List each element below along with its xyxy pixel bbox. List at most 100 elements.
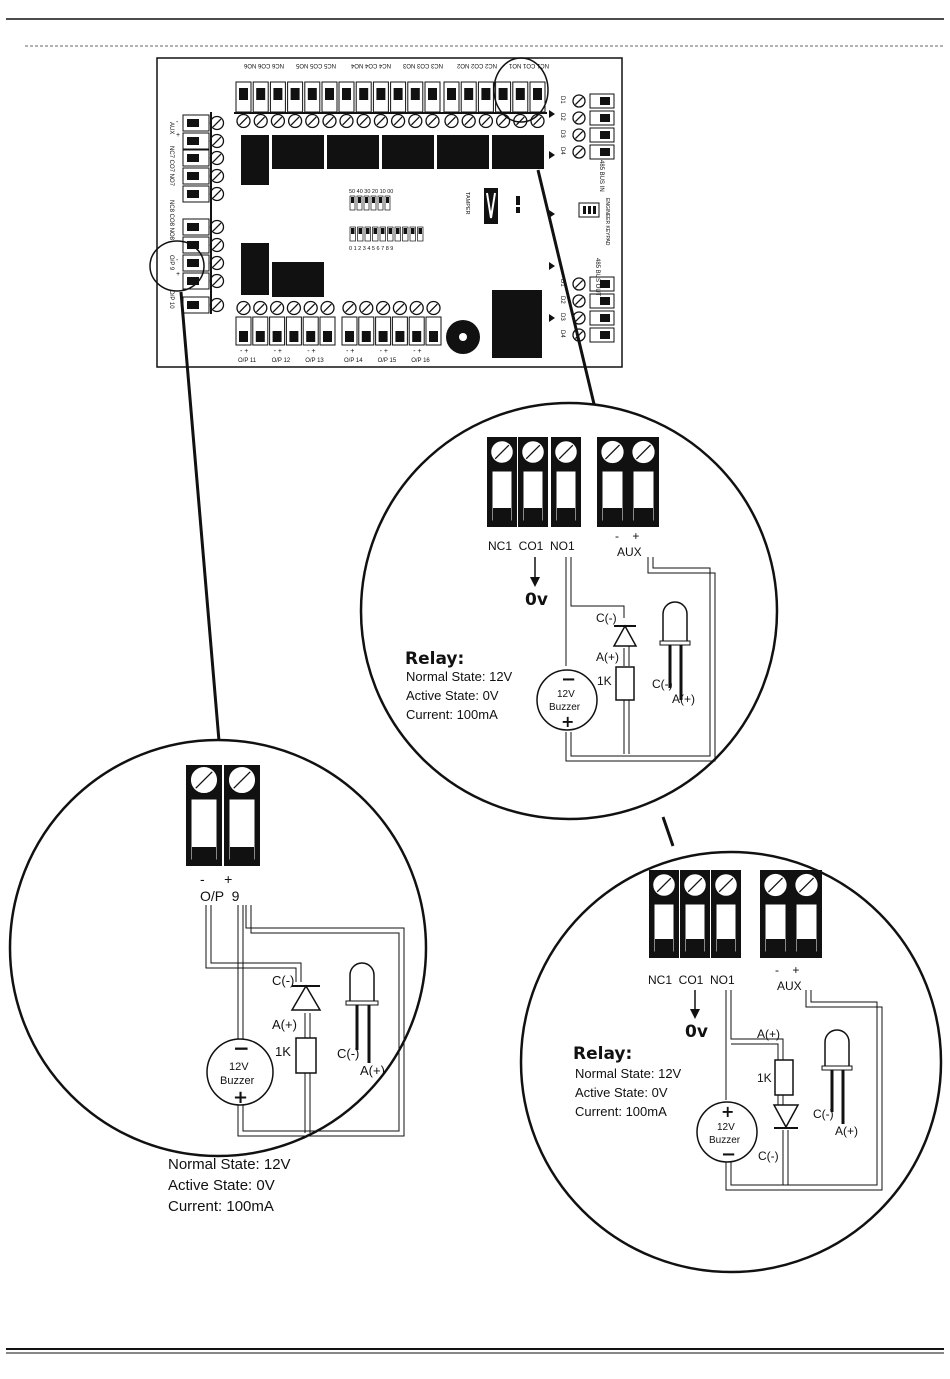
screw-slot (574, 113, 584, 123)
op9-led-a: A(+) (360, 1063, 385, 1078)
relay-alt-led-a: A(+) (835, 1124, 858, 1138)
screw-slot (395, 303, 405, 313)
terminal-slot (187, 154, 199, 162)
screw-slot (323, 303, 332, 313)
screw-slot (359, 116, 369, 126)
op9-spec-active: Active State: 0V (168, 1177, 275, 1194)
screw-slot (635, 444, 652, 460)
relay-alt-buzzer-icon: 12V Buzzer + − (696, 1101, 758, 1165)
op9-sign: + (176, 271, 180, 278)
top-output-label: NC3 CO3 NO3 (402, 62, 443, 68)
screw-slot (718, 877, 734, 893)
tamper-label: TAMPER (464, 192, 470, 215)
terminal-slot (255, 331, 265, 342)
terminal-rail (234, 112, 547, 114)
terminal-slot (600, 114, 610, 122)
screw-slot (574, 296, 584, 306)
bottom-output-sign: - + (380, 348, 388, 355)
dip-toggle (366, 228, 370, 234)
screw-slot (447, 116, 456, 126)
tamper-switch: TAMPER (464, 188, 520, 224)
bottom-output-label: O/P 15 (378, 358, 397, 364)
relay-alt-terminal-labels: NC1 CO1 NO1 (648, 973, 735, 987)
screw-slot (604, 444, 621, 460)
top-output-label: NC6 CO6 NO6 (243, 62, 284, 68)
bus-terminal-label: D4 (559, 147, 565, 155)
relay-led-heading: Relay: (405, 649, 464, 669)
nc7-side-label: NC7 CO7 NO7 (168, 146, 174, 187)
terminal-slot (289, 331, 299, 342)
terminal-slot (359, 88, 369, 100)
terminal-slot (600, 148, 610, 156)
relay-led-callout: NC1 CO1 NO1 - + AUX 0v Relay: Normal Sta… (359, 401, 779, 821)
terminal-slot (325, 88, 334, 100)
terminal-slot (429, 331, 438, 342)
screw-slot (481, 116, 491, 126)
op9-resistor-label: 1K (275, 1044, 291, 1059)
op9-buzzer-top: 12V (229, 1061, 249, 1073)
screw-slot (212, 136, 222, 146)
terminal-slot (464, 88, 474, 100)
terminal-slot (412, 331, 422, 342)
terminal-slot (256, 88, 266, 100)
op9-side-label: O/P 9 (168, 255, 174, 271)
screw-slot (212, 222, 222, 232)
screw-slot (233, 771, 251, 789)
bus-out-label: 485 BUS OUT (594, 258, 600, 297)
terminal-slot (515, 88, 525, 100)
screw-slot (195, 771, 213, 789)
screw-slot (798, 877, 815, 893)
op9-buzzer-plus: + (233, 1087, 248, 1108)
terminal-slot (447, 88, 456, 100)
relay-led-buzzer-minus: − (561, 669, 576, 690)
terminal-slot (306, 331, 316, 342)
dip-toggle (379, 197, 382, 203)
screw-slot (533, 116, 542, 126)
relay-led-terminal-labels: NC1 CO1 NO1 (488, 539, 575, 553)
bottom-output-label: O/P 11 (238, 358, 257, 364)
relay-alt-zero-v: 0v (685, 1022, 708, 1042)
callout-leaders (179, 169, 675, 847)
screw-slot (494, 444, 510, 460)
left-terminal-block: -+-+ (176, 112, 225, 314)
relay-led-diode-c: C(-) (596, 611, 617, 625)
op9-buzzer-icon: 12V Buzzer − + (206, 1036, 274, 1108)
screw-slot (239, 116, 248, 126)
relay-led-buzzer-bottom: Buzzer (549, 702, 581, 713)
screw-slot (306, 303, 316, 313)
relay-alt-led-c: C(-) (813, 1107, 834, 1121)
terminal-slot (272, 331, 282, 342)
screw-slot (289, 303, 299, 313)
relay-alt-spec-active: Active State: 0V (575, 1085, 668, 1100)
relay-alt-buzzer-minus: − (721, 1144, 736, 1165)
bottom-output-label: O/P 16 (411, 358, 430, 364)
terminal-slot (393, 88, 403, 100)
relay-alt-buzzer-top: 12V (717, 1122, 735, 1133)
relay-led-zero-v: 0v (525, 590, 548, 610)
dip-toggle (358, 228, 362, 234)
terminal-slot (187, 190, 199, 198)
terminal-plug (230, 847, 254, 860)
terminal-slot (481, 88, 491, 100)
dip-toggle (418, 228, 422, 234)
terminal-plug (524, 508, 542, 521)
bus-terminal-label: D3 (559, 313, 565, 321)
terminal-slot (376, 88, 386, 100)
relay-led-resistor-label: 1K (597, 674, 612, 688)
terminal-slot (600, 297, 610, 305)
screw-slot (525, 444, 541, 460)
relay-alt-buzzer-bottom: Buzzer (709, 1135, 741, 1146)
relay-led-led-c: C(-) (652, 677, 673, 691)
op9-led-c: C(-) (337, 1046, 359, 1061)
screw-slot (290, 116, 300, 126)
bus-terminal-label: D3 (559, 130, 565, 138)
dip-toggle (372, 197, 375, 203)
terminal-slot (428, 88, 437, 100)
terminal-slot (273, 88, 283, 100)
screw-slot (239, 303, 248, 313)
aux-sign: + (176, 132, 180, 139)
op9-callout: - + O/P 9 C(-) A(+) 1K C(-) A(+) 12V Buz… (8, 738, 428, 1215)
